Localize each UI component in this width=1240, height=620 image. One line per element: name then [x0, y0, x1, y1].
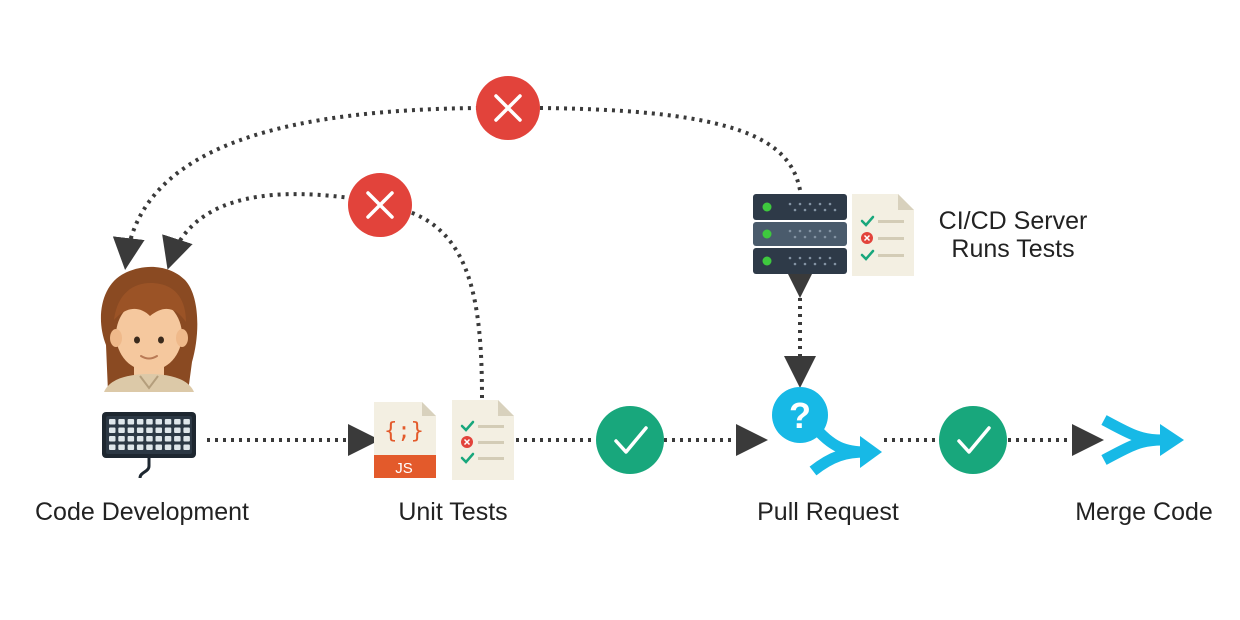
keyboard-key [127, 436, 135, 442]
keyboard-key [109, 436, 116, 442]
server-vent-dot [803, 262, 807, 266]
cicd-feedback-arrow [112, 106, 802, 270]
unit-tests-pass-icon [596, 406, 664, 474]
server-vent-dot [818, 229, 822, 233]
server-vent-dot [808, 229, 812, 233]
keyboard-key [146, 444, 153, 450]
pr-pass-icon [939, 406, 1007, 474]
keyboard-key [155, 444, 162, 450]
keyboard-key [118, 419, 125, 425]
keyboard-key [183, 419, 190, 425]
keyboard-key [109, 419, 116, 425]
keyboard-key [155, 427, 162, 433]
pull-request-icon: ? [772, 387, 882, 476]
label-cicd-server-line2: Runs Tests [951, 235, 1074, 263]
server-vent-dot [798, 229, 802, 233]
server-vent-dot [803, 208, 807, 212]
server-vent-dot [793, 208, 797, 212]
keyboard-icon [102, 412, 196, 479]
keyboard-key [109, 427, 116, 433]
inner-fail-icon [348, 173, 412, 237]
server-rack-icon [753, 194, 847, 274]
keyboard-key [174, 419, 181, 425]
server-vent-dot [813, 208, 817, 212]
keyboard-key [146, 436, 153, 442]
keyboard-key [164, 436, 172, 442]
keyboard-key [155, 436, 162, 442]
server-vent-dot [833, 262, 837, 266]
server-vent-dot [828, 229, 832, 233]
server-vent-dot [793, 262, 797, 266]
server-vent-dot [823, 235, 827, 239]
keyboard-key [118, 444, 125, 450]
outer-fail-icon [476, 76, 540, 140]
label-pull-request: Pull Request [757, 498, 899, 526]
label-cicd-server-line1: CI/CD Server [939, 207, 1088, 235]
js-file-braces: {;} [384, 419, 424, 444]
server-vent-dot [788, 202, 792, 206]
server-vent-dot [813, 235, 817, 239]
keyboard-key [127, 444, 135, 450]
server-vent-dot [818, 202, 822, 206]
keyboard-key [127, 419, 135, 425]
connectors [112, 106, 1104, 456]
keyboard-key [109, 444, 116, 450]
server-vent-dot [788, 229, 792, 233]
question-mark: ? [789, 395, 811, 436]
server-vent-dot [818, 256, 822, 260]
keyboard-key [136, 444, 144, 450]
keyboard-key [146, 427, 153, 433]
test-report-icon [452, 400, 514, 480]
keyboard-key [183, 444, 190, 450]
keyboard-key [118, 427, 125, 433]
server-vent-dot [808, 202, 812, 206]
server-vent-dot [813, 262, 817, 266]
keyboard-key [164, 419, 172, 425]
server-vent-dot [823, 262, 827, 266]
keyboard-key [136, 436, 144, 442]
keyboard-key [146, 419, 153, 425]
keyboard-key [174, 427, 181, 433]
label-merge-code: Merge Code [1075, 498, 1213, 526]
server-vent-dot [833, 235, 837, 239]
js-file-icon: {;} JS [374, 402, 436, 478]
keyboard-key [127, 427, 135, 433]
server-report-icon [852, 194, 914, 276]
js-file-badge: JS [395, 460, 413, 477]
keyboard-key [183, 427, 190, 433]
keyboard-key [136, 427, 144, 433]
keyboard-key [174, 444, 181, 450]
server-vent-dot [828, 202, 832, 206]
unit-test-feedback-arrow [162, 192, 484, 399]
keyboard-key [164, 444, 172, 450]
server-vent-dot [798, 202, 802, 206]
server-vent-dot [833, 208, 837, 212]
server-vent-dot [788, 256, 792, 260]
keyboard-key [183, 436, 190, 442]
server-vent-dot [823, 208, 827, 212]
server-vent-dot [803, 235, 807, 239]
developer-icon [100, 266, 198, 392]
label-unit-tests: Unit Tests [398, 498, 507, 526]
server-vent-dot [828, 256, 832, 260]
server-vent-dot [808, 256, 812, 260]
label-code-development: Code Development [35, 498, 249, 526]
keyboard-key [164, 427, 172, 433]
keyboard-key [136, 419, 144, 425]
keyboard-key [118, 436, 125, 442]
merge-icon [1101, 415, 1184, 465]
keyboard-key [155, 419, 162, 425]
server-vent-dot [793, 235, 797, 239]
keyboard-key [174, 436, 181, 442]
server-vent-dot [798, 256, 802, 260]
